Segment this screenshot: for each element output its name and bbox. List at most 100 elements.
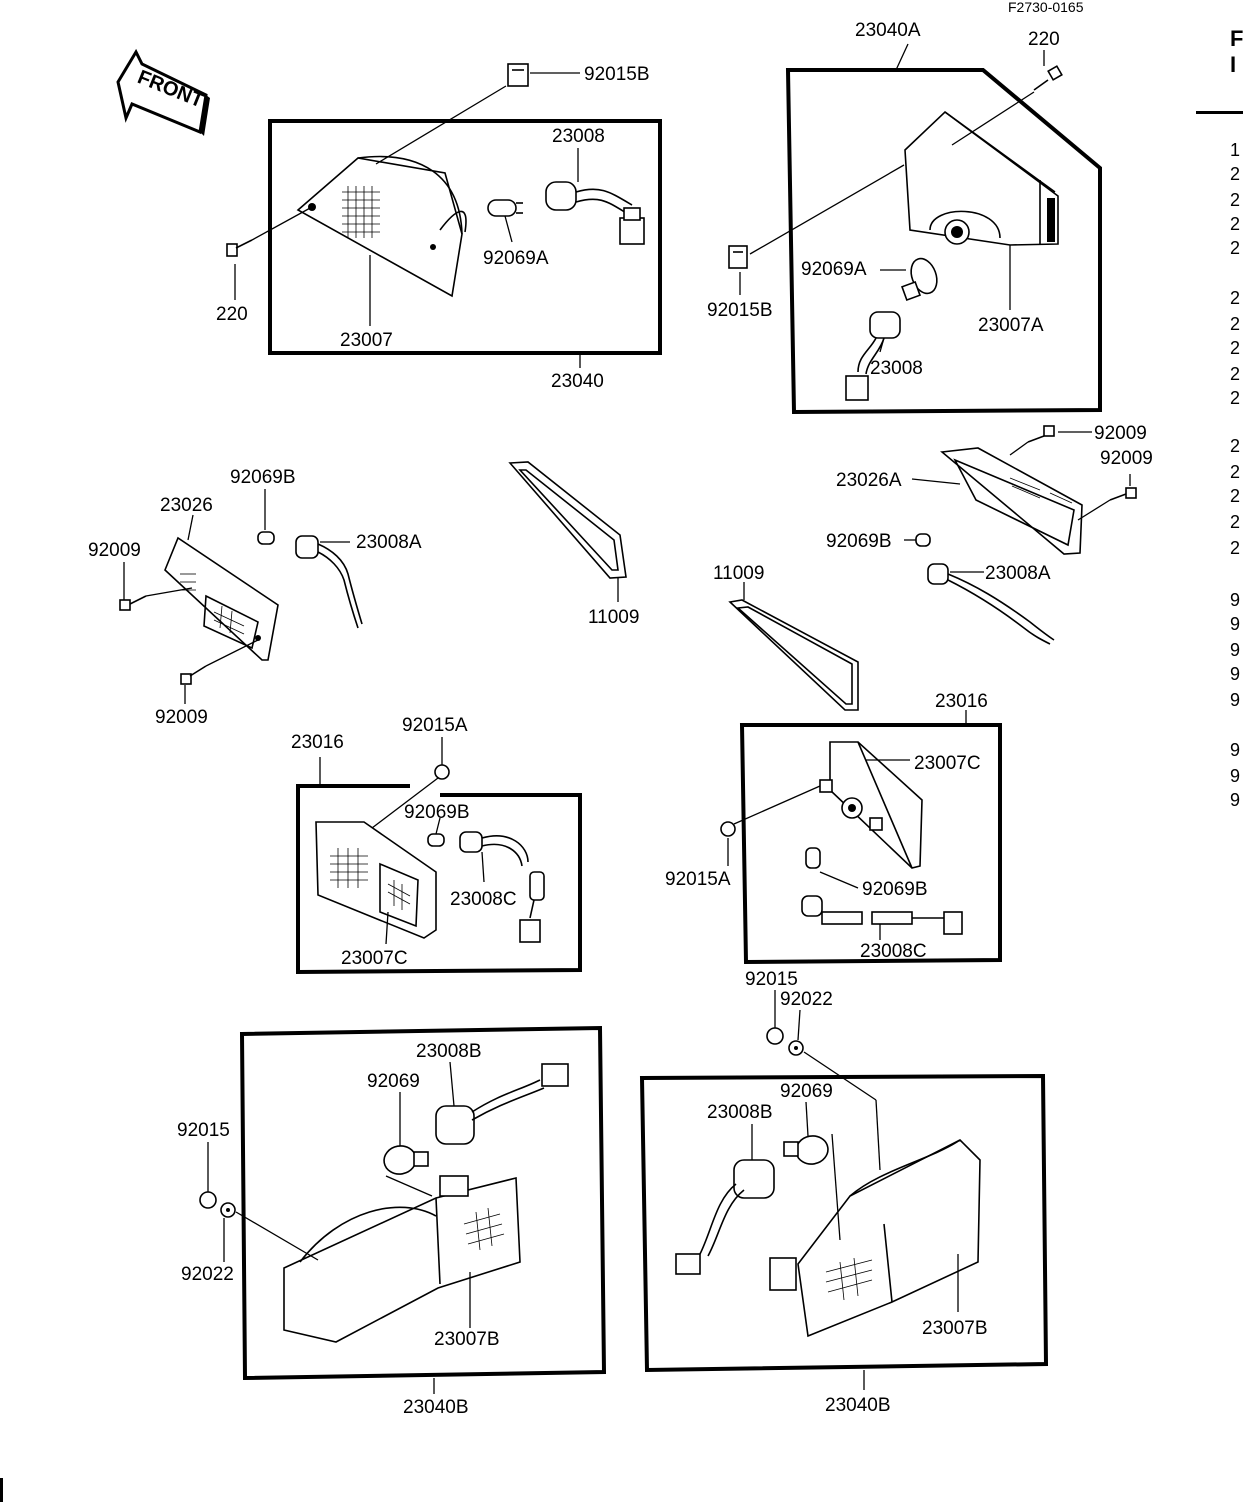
screw-92009-a [119, 595, 147, 611]
side-digit: 2 [1230, 164, 1241, 184]
side-digit: 9 [1230, 740, 1241, 760]
washer-92022-b [788, 1040, 804, 1056]
callout-92015A-b: 92015A [665, 869, 731, 890]
callout-23026: 23026 [160, 495, 213, 516]
side-top-glyph: I [1230, 52, 1237, 77]
reflector-23026 [164, 536, 279, 661]
callout-11009-a: 11009 [588, 607, 639, 628]
screw-92009-c [1027, 425, 1055, 443]
side-digit: 2 [1230, 288, 1241, 308]
gasket-11009-a [508, 461, 627, 579]
callout-92069B-b: 92069B [826, 531, 892, 552]
assembly-23016-a [296, 737, 582, 975]
side-digit: 2 [1230, 436, 1241, 456]
assembly-box-23016-a [296, 784, 582, 975]
callout-23007: 23007 [340, 330, 393, 351]
screw-220-b [1033, 65, 1063, 91]
callout-23008C-a: 23008C [450, 889, 517, 910]
assembly-box-23040B-b [639, 1073, 1049, 1373]
socket-23008B-b [675, 1159, 775, 1275]
side-digit: 9 [1230, 640, 1241, 660]
callout-23040A: 23040A [855, 20, 921, 41]
callout-23016-b: 23016 [935, 691, 988, 712]
bulb-92069A [487, 199, 523, 217]
side-digit: 2 [1230, 214, 1241, 234]
socket-23008 [545, 181, 645, 245]
nut-92015A-a [434, 764, 450, 780]
bulb-92069-b [783, 1135, 829, 1165]
bulb-92069A-b [901, 257, 938, 301]
callout-92069B-c: 92069B [404, 802, 470, 823]
figure-code: F2730-0165 [1008, 0, 1084, 15]
socket-23008A-b [927, 563, 1055, 645]
socket-23008C-a [459, 831, 545, 943]
callout-23008A-b: 23008A [985, 563, 1051, 584]
assembly-23040B-b [639, 990, 1049, 1390]
side-top-glyph: F [1230, 26, 1243, 51]
side-digit: 2 [1230, 388, 1241, 408]
side-digit: 2 [1230, 238, 1241, 258]
callout-11009-b: 11009 [713, 563, 764, 584]
side-digit: 9 [1230, 790, 1241, 810]
callout-23008A-a: 23008A [356, 532, 422, 553]
side-digit: 2 [1230, 190, 1241, 210]
screw-220 [226, 239, 253, 257]
callout-92069A-a: 92069A [483, 248, 549, 269]
callout-23040: 23040 [551, 371, 604, 392]
callout-92069-a: 92069 [367, 1071, 420, 1092]
lens-23007B-a [283, 1175, 521, 1343]
callout-23007B-a: 23007B [434, 1329, 500, 1350]
callout-23007A: 23007A [978, 315, 1044, 336]
callout-92015-a: 92015 [745, 969, 798, 990]
left-edge-tick [0, 1478, 3, 1502]
socket-23008C-b [801, 895, 963, 935]
bulb-92069B [257, 531, 275, 545]
lens-23007C-a [315, 821, 437, 939]
callout-92022-a: 92022 [780, 989, 833, 1010]
lens-23007C-b [819, 741, 923, 869]
callout-23016-a: 23016 [291, 732, 344, 753]
assembly-23040B-a [199, 1025, 607, 1394]
socket-23008A [295, 535, 363, 629]
socket-23008B-a [435, 1063, 569, 1145]
clip-92015B-b [728, 245, 748, 269]
side-digit: 2 [1230, 486, 1241, 506]
side-digit: 2 [1230, 314, 1241, 334]
side-digit: 2 [1230, 538, 1241, 558]
bulb-92069-a [383, 1145, 429, 1175]
callout-92022-b: 92022 [181, 1264, 234, 1285]
callout-220-b: 220 [1028, 29, 1060, 50]
callout-23008-b: 23008 [870, 358, 923, 379]
bulb-92069B-d [805, 847, 821, 869]
assembly-box-23040 [268, 119, 662, 355]
callout-92009-d: 92009 [1100, 448, 1153, 469]
side-digit: 9 [1230, 766, 1241, 786]
side-digit: 2 [1230, 338, 1241, 358]
side-digit: 9 [1230, 614, 1241, 634]
nut-92015-a [199, 1191, 217, 1209]
bulb-92069B-b [915, 533, 931, 547]
side-digit: 2 [1230, 364, 1241, 384]
side-digit: 2 [1230, 512, 1241, 532]
side-digit: 9 [1230, 690, 1241, 710]
callout-labels: 92015B 23008 92069A 220 23007 23040 2304… [88, 20, 1153, 1418]
callout-92069B-d: 92069B [862, 879, 928, 900]
callout-23008C-b: 23008C [860, 941, 927, 962]
socket-23008-b [845, 311, 901, 401]
side-digit: 1 [1230, 140, 1241, 160]
nut-92015-b [766, 1027, 784, 1045]
callout-23008B-a: 23008B [416, 1041, 482, 1062]
callout-220-a: 220 [216, 304, 248, 325]
washer-92022-a [220, 1202, 236, 1218]
callout-23007B-b: 23007B [922, 1318, 988, 1339]
bulb-92069B-c [427, 833, 445, 847]
side-rule [1196, 111, 1243, 114]
assembly-23040 [226, 63, 662, 368]
callout-92009-a: 92009 [88, 540, 141, 561]
assembly-box-23016-b [739, 723, 1002, 965]
callout-92069A-b: 92069A [801, 259, 867, 280]
callout-92009-b: 92009 [155, 707, 208, 728]
callout-23008-a: 23008 [552, 126, 605, 147]
callout-23007C-a: 23007C [341, 948, 408, 969]
callout-23040B-a: 23040B [403, 1397, 469, 1418]
